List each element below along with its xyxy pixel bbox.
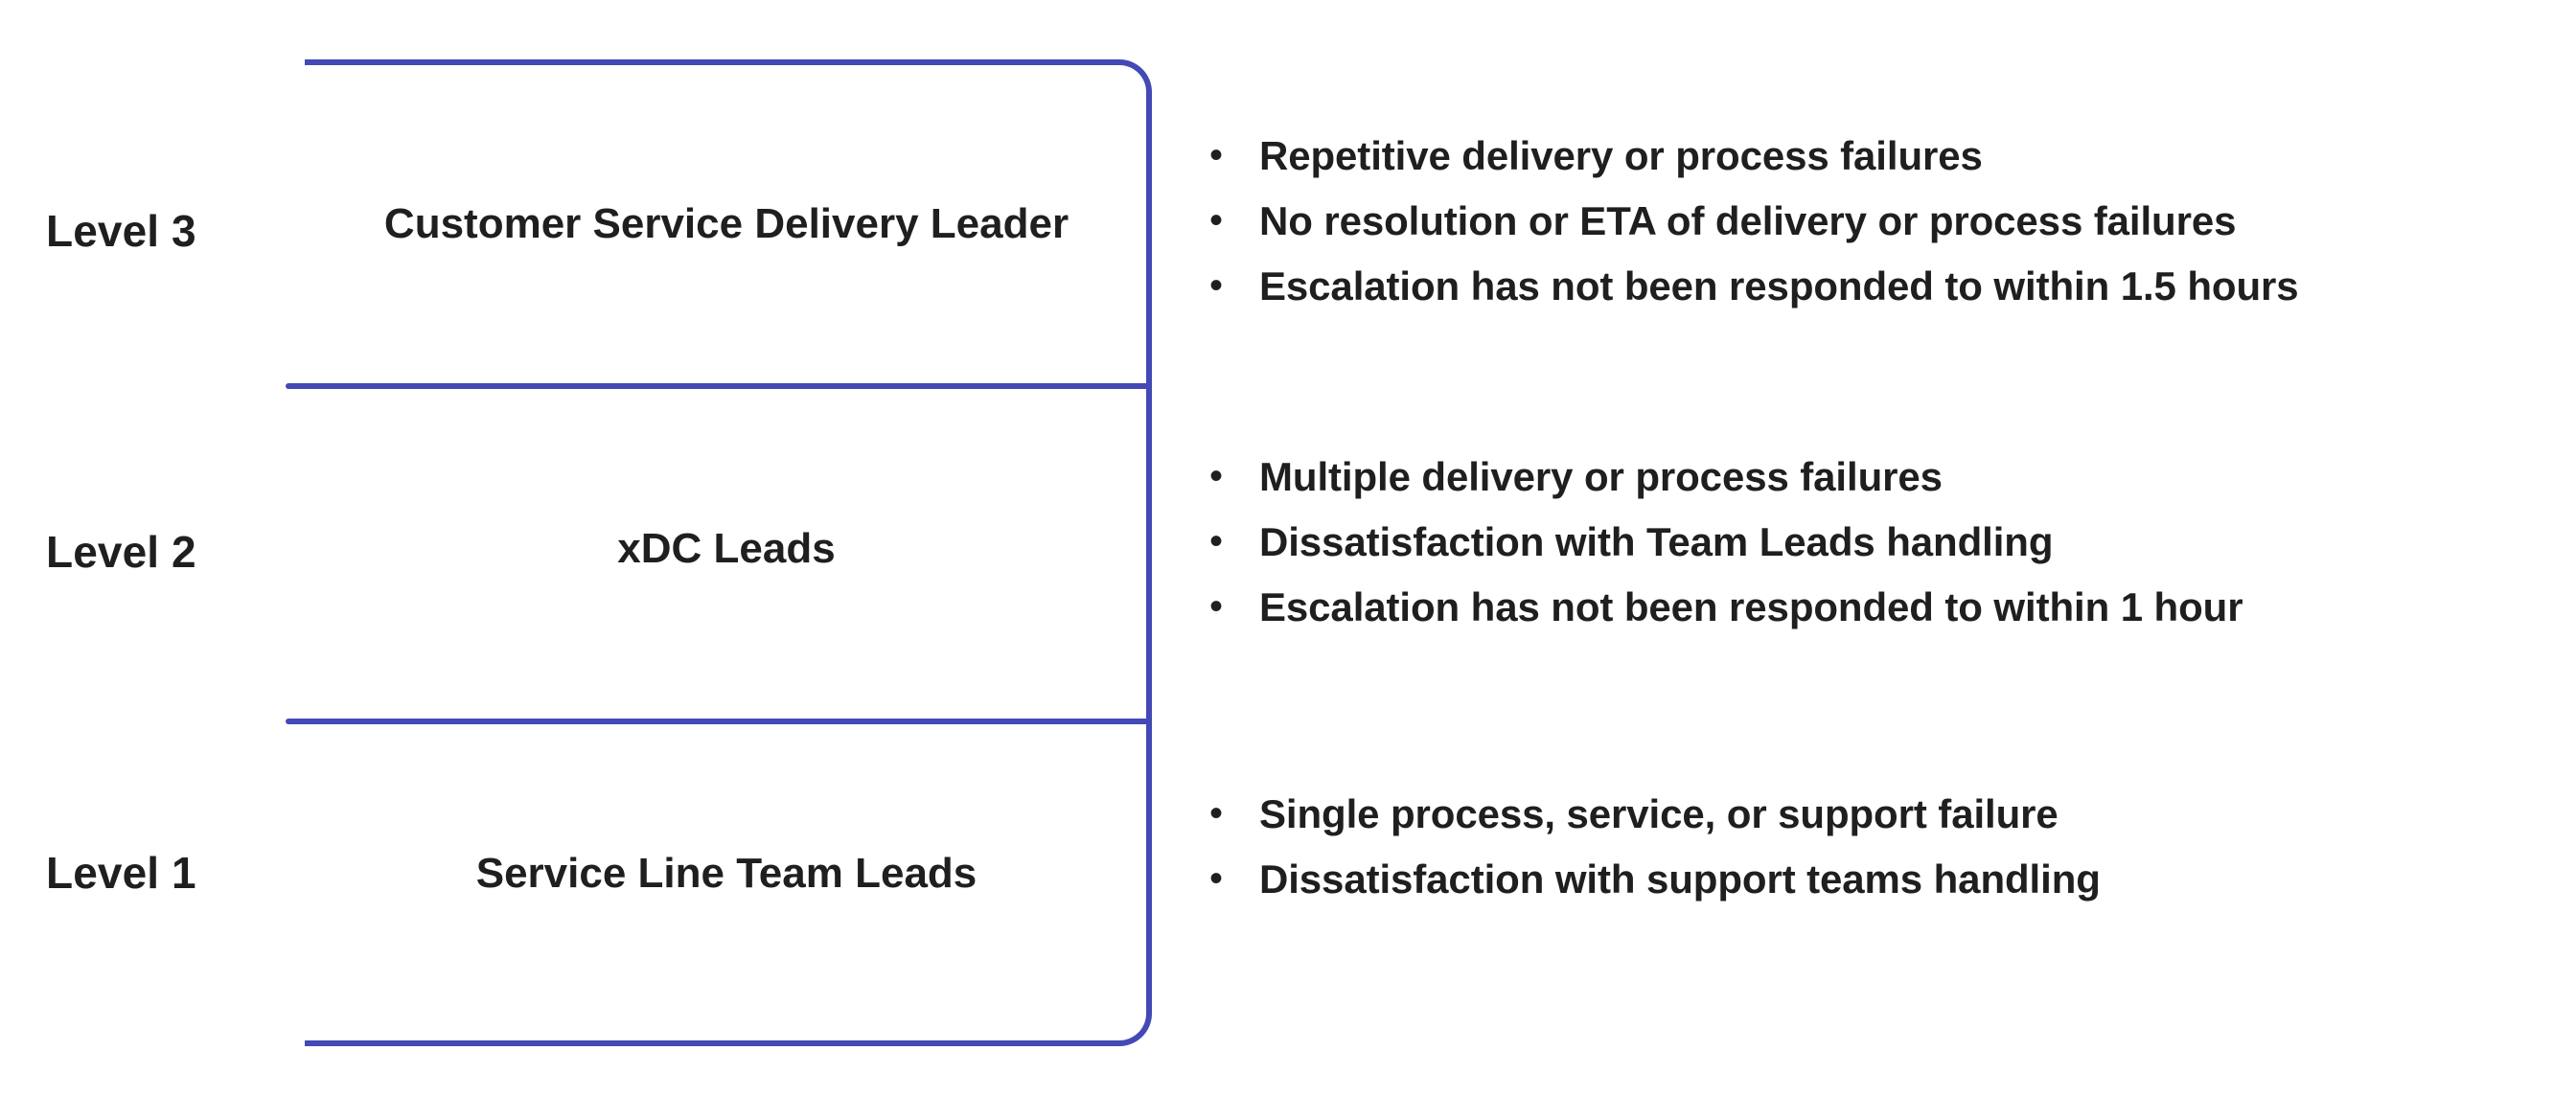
criteria-item: • Repetitive delivery or process failure…	[1209, 136, 2551, 201]
level-label-level-1: Level 1	[46, 848, 196, 898]
criteria-list-level-3: • Repetitive delivery or process failure…	[1209, 136, 2551, 331]
bullet-point-icon: •	[1209, 455, 1224, 497]
role-title-level-3: Customer Service Delivery Leader	[383, 200, 1070, 247]
criteria-item: • Dissatisfaction with Team Leads handli…	[1209, 522, 2551, 587]
criteria-list-level-2: • Multiple delivery or process failures …	[1209, 457, 2551, 652]
criteria-item: • Dissatisfaction with support teams han…	[1209, 859, 2551, 925]
criteria-text: Repetitive delivery or process failures	[1259, 133, 1983, 178]
criteria-text: Escalation has not been responded to wit…	[1259, 263, 2299, 308]
criteria-text: Multiple delivery or process failures	[1259, 454, 1943, 499]
criteria-item: • No resolution or ETA of delivery or pr…	[1209, 201, 2551, 266]
criteria-item: • Single process, service, or support fa…	[1209, 794, 2551, 859]
bullet-point-icon: •	[1209, 585, 1224, 628]
band-divider-level3-level2	[286, 383, 1152, 389]
criteria-text: Dissatisfaction with support teams handl…	[1259, 856, 2101, 902]
criteria-text: No resolution or ETA of delivery or proc…	[1259, 198, 2237, 243]
bullet-point-icon: •	[1209, 857, 1224, 900]
criteria-list-level-1: • Single process, service, or support fa…	[1209, 794, 2551, 925]
band-divider-level2-level1	[286, 719, 1152, 724]
criteria-item: • Multiple delivery or process failures	[1209, 457, 2551, 522]
bullet-point-icon: •	[1209, 134, 1224, 176]
level-label-level-2: Level 2	[46, 527, 196, 577]
bullet-point-icon: •	[1209, 792, 1224, 834]
bullet-point-icon: •	[1209, 520, 1224, 562]
role-title-level-2: xDC Leads	[617, 525, 836, 572]
role-title-level-1: Service Line Team Leads	[475, 850, 978, 897]
criteria-text: Escalation has not been responded to wit…	[1259, 584, 2243, 629]
criteria-text: Dissatisfaction with Team Leads handling	[1259, 519, 2054, 564]
criteria-text: Single process, service, or support fail…	[1259, 791, 2058, 836]
bullet-point-icon: •	[1209, 199, 1224, 241]
bullet-point-icon: •	[1209, 264, 1224, 307]
criteria-item: • Escalation has not been responded to w…	[1209, 266, 2551, 331]
level-label-level-3: Level 3	[46, 206, 196, 256]
criteria-item: • Escalation has not been responded to w…	[1209, 587, 2551, 652]
